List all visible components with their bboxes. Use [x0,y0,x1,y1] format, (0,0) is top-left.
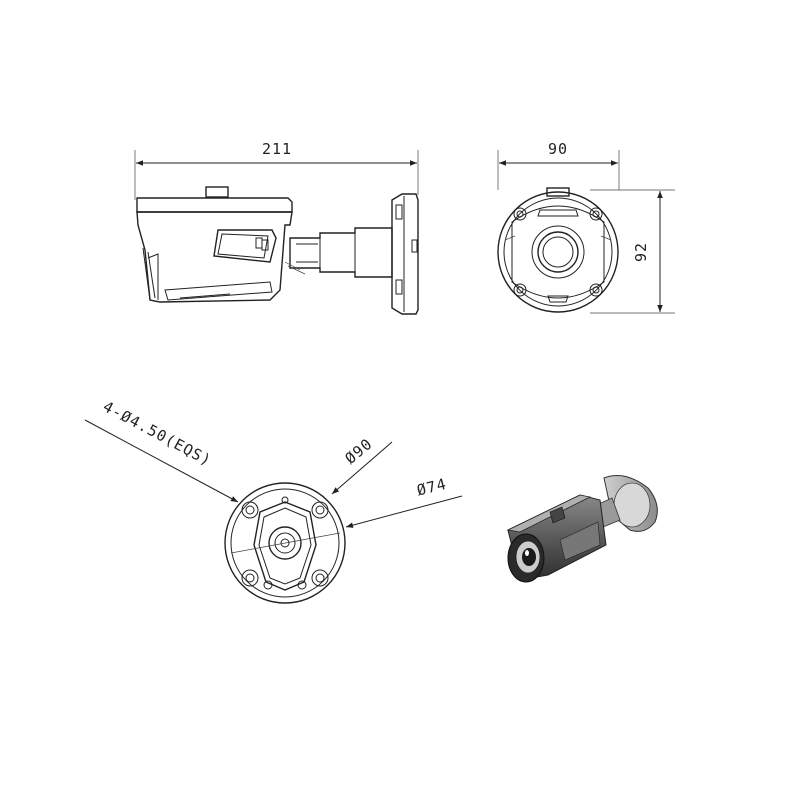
mounting-base [224,482,346,604]
base-dia-callout: Ø90 [331,435,393,495]
side-view: 211 [134,140,419,315]
camera-3d-view [506,475,658,583]
front-view: 90 92 [497,140,675,314]
camera-housing-side [136,186,419,315]
dimension-front-height-label: 92 [632,242,650,262]
base-dia-label: Ø90 [341,435,376,468]
bolt-circle-label: Ø74 [415,475,449,500]
dimension-front-height: 92 [590,189,675,314]
hole-spec-callout: 4-Ø4.50(EQS) [84,397,239,503]
base-view: 4-Ø4.50(EQS) Ø90 Ø74 [84,397,463,604]
dimension-front-width-label: 90 [548,140,568,158]
bolt-circle-callout: Ø74 [345,475,463,528]
dimension-length: 211 [134,140,419,200]
dimension-front-width: 90 [497,140,620,190]
dimension-length-label: 211 [262,140,292,158]
camera-front [497,187,619,313]
